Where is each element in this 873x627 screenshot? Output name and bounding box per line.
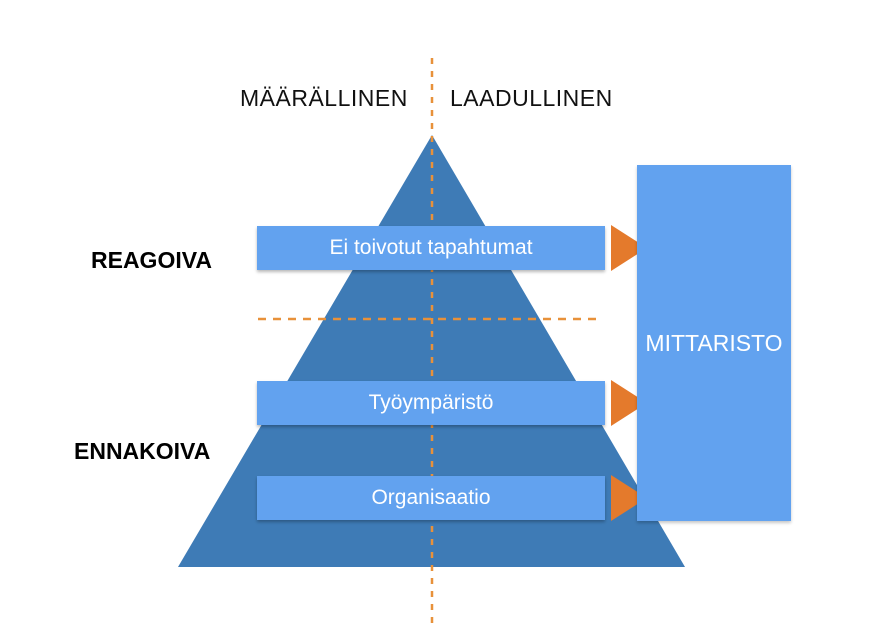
qualitative-label: LAADULLINEN	[450, 85, 613, 111]
band-work-environment: Työympäristö	[257, 381, 605, 425]
reactive-label: REAGOIVA	[91, 247, 212, 273]
band-organisation: Organisaatio	[257, 476, 605, 520]
quantitative-label: MÄÄRÄLLINEN	[240, 85, 408, 111]
band-label: Organisaatio	[371, 486, 491, 509]
metrics-box: MITTARISTO	[637, 165, 791, 521]
band-unwanted-events: Ei toivotut tapahtumat	[257, 226, 605, 270]
proactive-label: ENNAKOIVA	[74, 438, 211, 464]
band-label: Työympäristö	[368, 391, 494, 414]
pyramid-shape	[178, 135, 685, 567]
metrics-box-label: MITTARISTO	[645, 329, 783, 356]
band-label: Ei toivotut tapahtumat	[329, 236, 533, 259]
